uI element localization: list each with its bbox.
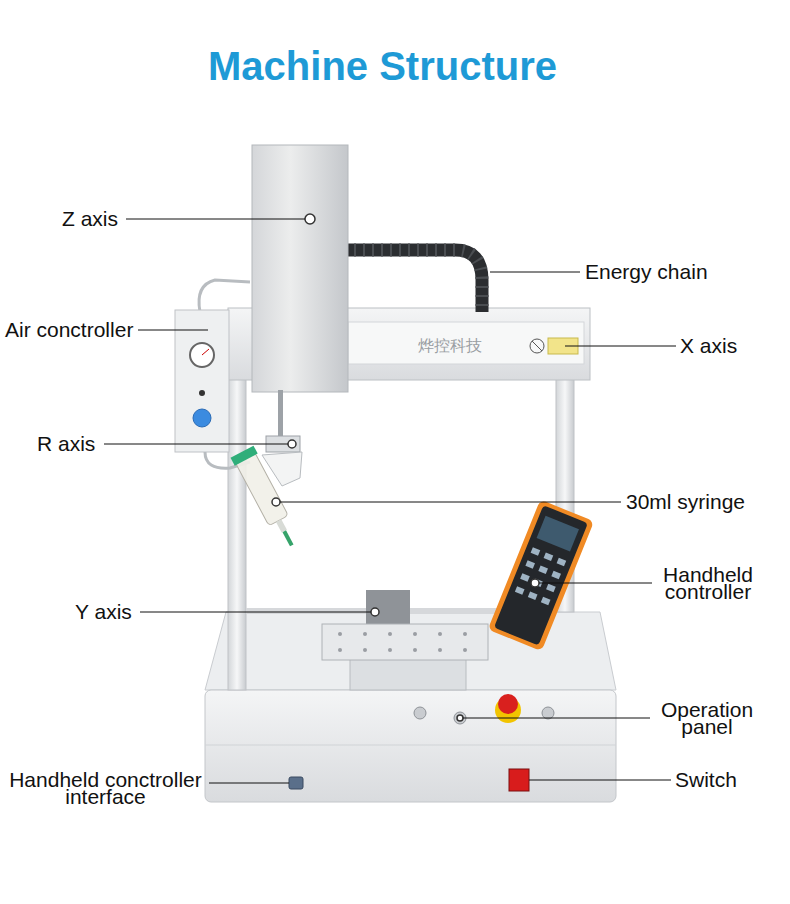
y-axis-carriage: [350, 658, 466, 690]
callout-dot: [272, 498, 280, 506]
leader-line: [539, 583, 652, 584]
handheld-controller: [488, 500, 594, 652]
syringe-cap: [231, 446, 258, 466]
syringe-barrel: [235, 452, 288, 526]
emergency-stop: [498, 694, 518, 714]
leader-line: [280, 502, 621, 503]
part-label: Handheld controller: [652, 566, 764, 600]
leader-lines: [104, 219, 676, 783]
leader-line: [104, 444, 288, 445]
leader-line: [463, 718, 650, 719]
part-label: X axis: [680, 335, 737, 357]
part-label: Y axis: [75, 601, 132, 623]
leader-line: [529, 780, 671, 781]
r-axis-shaft: [278, 390, 283, 438]
blue-button: [193, 409, 211, 427]
air-controller-box: [175, 310, 229, 452]
controller-screen: [537, 516, 579, 552]
callout-dot: [531, 579, 539, 587]
panel-button: [542, 707, 554, 719]
callout-dot: [288, 440, 296, 448]
part-label: R axis: [37, 433, 95, 455]
panel-button: [414, 707, 426, 719]
part-label: Air conctroller: [5, 319, 133, 341]
syringe: [231, 446, 304, 552]
leader-line: [140, 612, 371, 613]
pressure-gauge: [190, 343, 214, 367]
callout-dot: [371, 608, 379, 616]
controller-body: [494, 505, 588, 645]
title: Machine Structure: [0, 44, 765, 89]
syringe-hub: [276, 519, 287, 532]
leader-line: [565, 346, 676, 347]
x-axis-cover: [348, 322, 584, 364]
part-label: Z axis: [62, 208, 118, 230]
part-label: Switch: [675, 769, 737, 791]
energy-chain: [345, 250, 482, 312]
part-label: Handheld conctroller interface: [2, 771, 209, 805]
callout-dot: [457, 715, 463, 721]
base-seam: [205, 745, 616, 746]
part-label: Energy chain: [585, 261, 708, 283]
part-label: Operation panel: [652, 701, 762, 735]
z-axis-column: [252, 145, 348, 392]
controller-rim: [488, 500, 594, 652]
power-switch: [509, 769, 529, 791]
y-axis-slot: [366, 590, 410, 626]
work-surface: [205, 612, 616, 690]
plate-holes: [338, 632, 467, 652]
valve-knob: [199, 390, 205, 396]
warning-icon: [530, 339, 544, 353]
air-hose: [199, 280, 250, 312]
dispensing-needle: [282, 530, 293, 546]
callout-dot: [305, 214, 315, 224]
controller-interface-port: [289, 777, 303, 789]
warning-icon: [532, 341, 542, 351]
leader-line: [138, 330, 208, 331]
base-housing: [205, 690, 616, 802]
part-label: 30ml syringe: [626, 491, 745, 513]
machine-brand: 烨控科技: [418, 335, 482, 357]
leader-line: [209, 783, 289, 784]
controller-keys: [515, 547, 566, 605]
leader-line: [126, 219, 305, 220]
gauge-needle: [202, 349, 209, 355]
y-axis-plate: [322, 624, 488, 660]
leader-line: [490, 272, 580, 273]
energy-chain-links: [345, 250, 482, 312]
